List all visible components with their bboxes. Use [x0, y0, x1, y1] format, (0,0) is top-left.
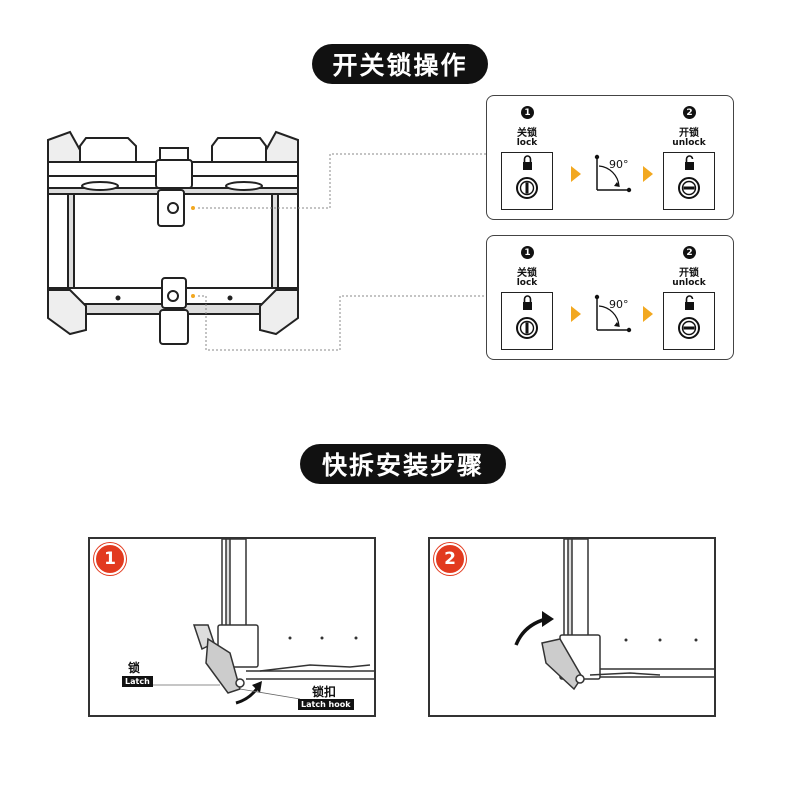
section-title-quick-release: 快拆安装步骤: [300, 444, 506, 484]
rotation-angle: 90°: [609, 158, 629, 171]
step-number-badge: 2: [434, 543, 466, 575]
step-1-badge: 1: [521, 106, 534, 119]
rotation-angle: 90°: [609, 298, 629, 311]
locked-keyhole-box: [501, 152, 553, 210]
lock-label-en: lock: [516, 138, 538, 148]
unlock-label-zh: 开锁: [679, 128, 699, 139]
unlocked-padlock-icon: [678, 295, 700, 339]
step-number-badge: 1: [94, 543, 126, 575]
unlock-label-en: unlock: [672, 278, 706, 288]
arrow-right-icon: [643, 166, 653, 182]
rotate-90-icon: [594, 294, 632, 333]
unlocked-keyhole-box: [663, 292, 715, 350]
step-2-badge: 2: [683, 246, 696, 259]
install-step-2-frame: 2: [428, 537, 716, 717]
unlocked-padlock-icon: [678, 155, 700, 199]
step-2-badge: 2: [683, 106, 696, 119]
lock-panel-1: 1 关锁 lock 90° 2 开锁 unlock: [486, 95, 734, 220]
arrow-right-icon: [571, 306, 581, 322]
lock-label-en: lock: [516, 278, 538, 288]
lock-panel-2: 1 关锁 lock 90° 2 开锁 unlock: [486, 235, 734, 360]
latch-hook-tag: Latch hook: [298, 699, 354, 710]
latch-hook-label-zh: 锁扣: [312, 685, 337, 699]
arrow-right-icon: [571, 166, 581, 182]
latch-tag: Latch: [122, 676, 153, 687]
unlock-label-en: unlock: [672, 138, 706, 148]
arrow-right-icon: [643, 306, 653, 322]
unlocked-keyhole-box: [663, 152, 715, 210]
section-title-lock-operation: 开关锁操作: [312, 44, 488, 84]
latch-label-zh: 锁: [128, 661, 141, 675]
locked-keyhole-box: [501, 292, 553, 350]
lock-label-zh: 关锁: [517, 128, 537, 139]
unlock-label-zh: 开锁: [679, 268, 699, 279]
latch-engaged-illustration: [148, 538, 374, 705]
install-step-1-frame: 1 锁 Latch 锁扣 Latch hook: [88, 537, 376, 717]
rotate-90-icon: [594, 154, 632, 193]
step-1-badge: 1: [521, 246, 534, 259]
locked-padlock-icon: [516, 295, 538, 339]
locked-padlock-icon: [516, 155, 538, 199]
latch-released-illustration: [514, 538, 714, 691]
lock-label-zh: 关锁: [517, 268, 537, 279]
